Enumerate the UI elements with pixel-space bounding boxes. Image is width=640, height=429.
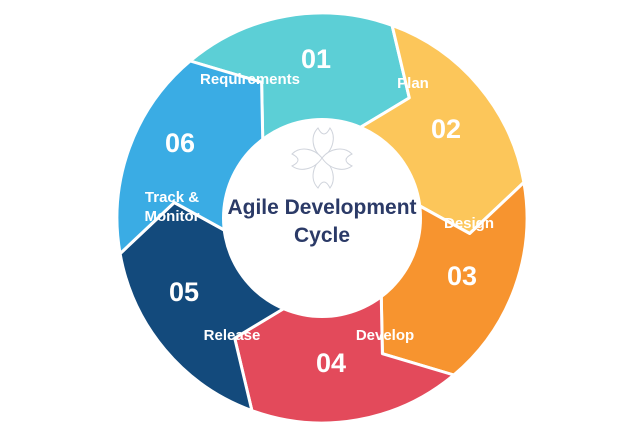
center-title-line1: Agile Development bbox=[227, 196, 416, 219]
stage-label-06-line1: Track & bbox=[145, 189, 199, 206]
stage-number-04: 04 bbox=[316, 348, 346, 378]
stage-number-05: 05 bbox=[169, 277, 199, 307]
stage-label-03-line1: Design bbox=[444, 215, 494, 232]
stage-label-06-line2: Monitor bbox=[145, 208, 200, 225]
stage-label-02-line1: Plan bbox=[397, 75, 429, 92]
stage-label-01-line1: Requirements bbox=[200, 71, 300, 88]
stage-label-05-line1: Release bbox=[204, 327, 261, 344]
stage-label-04-line1: Develop bbox=[356, 327, 414, 344]
four-petal-flower-icon bbox=[291, 127, 353, 189]
stage-number-03: 03 bbox=[447, 261, 477, 291]
center-circle bbox=[222, 118, 422, 318]
stage-number-06: 06 bbox=[165, 128, 195, 158]
stage-number-02: 02 bbox=[431, 114, 461, 144]
center-title-line2: Cycle bbox=[294, 224, 350, 247]
stage-number-01: 01 bbox=[301, 44, 331, 74]
